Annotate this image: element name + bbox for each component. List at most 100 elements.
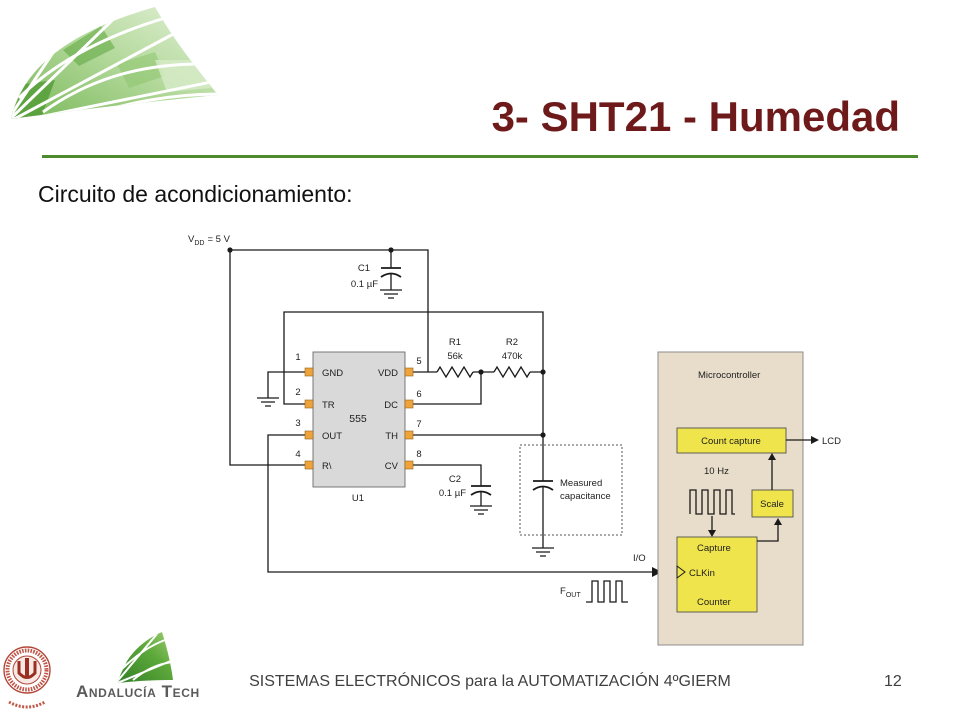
timer-pin — [304, 430, 314, 440]
pin-label-reset: R\ — [322, 461, 332, 472]
wire-discharge — [413, 372, 482, 405]
clkin-label: CLKin — [689, 568, 715, 579]
wire-supply-rail — [230, 249, 429, 372]
wire-trigger-threshold-loop — [283, 311, 544, 481]
counter-label: Counter — [697, 597, 731, 608]
andalucia-tech-leaf-icon — [118, 632, 173, 683]
pin-label-tr: TR — [322, 400, 335, 411]
seal-base-mark — [8, 700, 46, 709]
timer-pin — [304, 399, 314, 409]
junction-dot — [388, 247, 394, 253]
seal-emblem — [17, 661, 37, 679]
r1-value: 56k — [447, 351, 463, 362]
andalucia-tech-leaf-fill — [118, 632, 173, 683]
pin-number: 1 — [295, 352, 300, 363]
pin-number: 8 — [416, 449, 421, 460]
timer-pin — [404, 460, 414, 470]
leaf-logo-body — [11, 7, 218, 119]
scale-to-count-capture-arrow — [768, 453, 776, 460]
sensor-dashed-box — [519, 444, 623, 536]
leaf-logo-icon — [11, 7, 218, 119]
counter-to-scale-arrow — [774, 518, 782, 525]
pin-label-dc: DC — [384, 400, 398, 411]
lcd-label: LCD — [822, 436, 841, 447]
wire-reset — [229, 250, 305, 466]
wire-output-to-clkin — [267, 434, 677, 573]
pin-number: 3 — [295, 418, 300, 429]
measured-capacitor-symbol — [532, 480, 554, 491]
timer-pin — [404, 367, 414, 377]
section-heading: Circuito de acondicionamiento: — [38, 181, 353, 207]
pin-number: 7 — [416, 419, 421, 430]
pin-number: 5 — [416, 356, 421, 367]
clock-frequency-label: 10 Hz — [704, 466, 729, 477]
io-label: I/O — [633, 553, 646, 564]
seal-lettering-ring — [5, 648, 49, 692]
c2-value: 0.1 µF — [439, 488, 466, 499]
timer-pin — [304, 460, 314, 470]
ground-symbol-gnd-pin — [257, 397, 279, 407]
r2-value: 470k — [502, 351, 523, 362]
page-number: 12 — [884, 673, 902, 690]
scale-label: Scale — [760, 499, 784, 510]
supply-value: = 5 V — [207, 234, 230, 245]
leaf-logo-grid-lines — [11, 7, 218, 119]
pin-number: 4 — [295, 449, 300, 460]
footer-course-title: SISTEMAS ELECTRÓNICOS para la AUTOMATIZA… — [249, 673, 731, 690]
timer-pin — [304, 367, 314, 377]
university-seal-icon — [3, 646, 51, 709]
andalucia-tech-leaf-body — [118, 632, 173, 683]
capacitor-c1-symbol — [380, 267, 402, 278]
fout-subscript: OUT — [566, 592, 582, 599]
fout-symbol: F — [560, 586, 566, 597]
timer-pin — [404, 399, 414, 409]
fout-label: FOUT — [560, 586, 581, 599]
r2-ref: R2 — [506, 337, 518, 348]
wire-control-voltage — [413, 464, 482, 506]
supply-symbol: V — [188, 234, 195, 245]
clock-input-triangle — [676, 565, 686, 579]
pin-number: 6 — [416, 389, 421, 400]
sensor-label-line2: capacitance — [560, 491, 611, 502]
counter-to-scale-line — [757, 525, 779, 542]
circuit-diagram: VDD= 5 V C1 0.1 µF R1 56k R2 470k C2 0.1… — [188, 234, 841, 646]
capture-label: Capture — [697, 543, 731, 554]
title-underline — [42, 155, 918, 158]
ground-symbol-c2 — [470, 505, 492, 515]
junction-dot — [540, 369, 546, 375]
lcd-arrow — [811, 436, 819, 444]
clock-square-wave — [689, 489, 735, 515]
c1-value: 0.1 µF — [351, 279, 378, 290]
junction-dot — [540, 432, 546, 438]
timer-pin — [404, 430, 414, 440]
pin-number: 2 — [295, 387, 300, 398]
resistor-r1-symbol — [436, 365, 474, 379]
wire-gnd-pin — [267, 371, 305, 398]
pin-label-th: TH — [385, 431, 398, 442]
c1-ref: C1 — [358, 263, 370, 274]
capacitor-c2-symbol — [470, 485, 492, 496]
andalucia-tech-wordmark: Andalucía Tech — [76, 682, 200, 701]
microcontroller-title: Microcontroller — [698, 370, 760, 381]
sensor-label-line1: Measured — [560, 478, 602, 489]
count-capture-block — [676, 427, 787, 454]
pin-label-out: OUT — [322, 431, 342, 442]
timer-part-number: 555 — [349, 413, 367, 425]
supply-subscript: DD — [194, 240, 204, 247]
pin-label-gnd: GND — [322, 368, 343, 379]
timer-reference: U1 — [352, 493, 364, 504]
pin-label-cv: CV — [385, 461, 399, 472]
scale-block — [751, 489, 794, 518]
slide-title: 3- SHT21 - Humedad — [491, 93, 900, 140]
capture-counter-block — [676, 536, 758, 613]
clkin-input-arrow — [652, 567, 662, 577]
seal-tower — [25, 658, 29, 676]
wires — [229, 249, 677, 573]
junction-dot — [227, 247, 233, 253]
count-capture-label: Count capture — [701, 436, 761, 447]
c2-ref: C2 — [449, 474, 461, 485]
ground-symbol-c1 — [380, 289, 402, 299]
ground-symbol-sensor — [532, 547, 554, 557]
resistor-r2-symbol — [493, 365, 531, 379]
pin-label-vdd: VDD — [378, 368, 398, 379]
